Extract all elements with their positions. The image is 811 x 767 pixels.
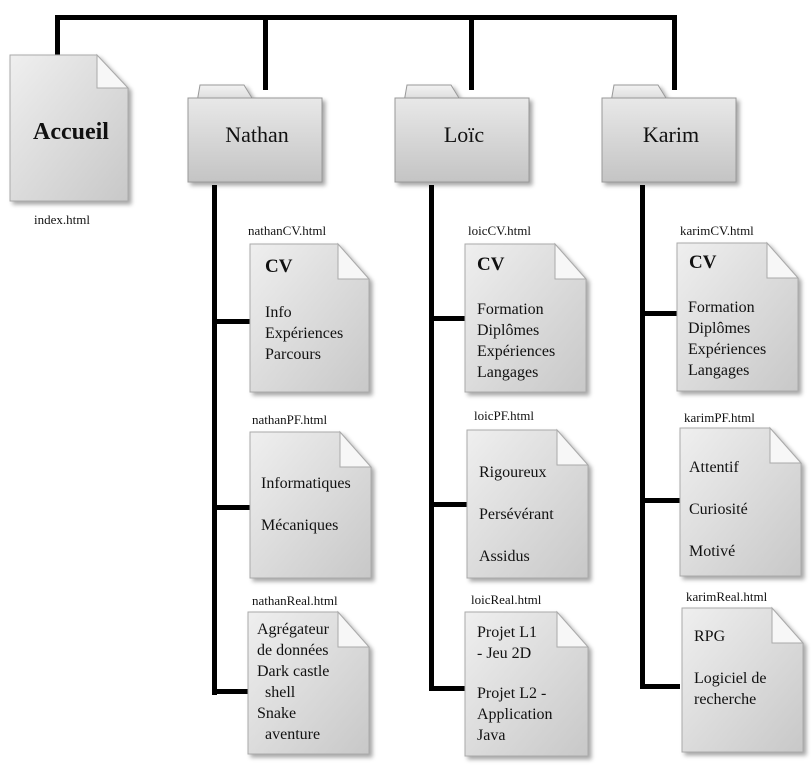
- document-icon: [676, 241, 800, 392]
- document-icon: [249, 242, 371, 393]
- file-loic-real[interactable]: Projet L1 - Jeu 2D Projet L2 - Applicati…: [464, 610, 591, 758]
- doc-line: RPG: [694, 628, 726, 645]
- loic-branch-cv: [429, 316, 467, 321]
- file-caption: nathanPF.html: [252, 412, 328, 427]
- document-icon: [249, 430, 373, 579]
- folder-label: Loïc: [443, 122, 485, 147]
- file-nathan-real[interactable]: Agrégateur de données Dark castle shell …: [247, 610, 372, 756]
- file-loic-pf[interactable]: Rigoureux Persévérant Assidus: [466, 428, 591, 580]
- karim-trunk: [640, 185, 645, 689]
- document-icon: [679, 426, 803, 577]
- file-caption: nathanReal.html: [252, 593, 338, 608]
- doc-line: Langages: [477, 364, 539, 381]
- doc-line: Java: [477, 727, 506, 744]
- folder-karim[interactable]: Karim: [601, 80, 740, 185]
- folder-label: Nathan: [225, 122, 289, 147]
- doc-line: de données: [257, 642, 329, 659]
- folder-icon: [187, 84, 323, 183]
- karim-branch-pf: [640, 498, 680, 503]
- doc-line: Projet L1: [477, 624, 537, 641]
- document-icon: [464, 610, 590, 757]
- file-caption: loicCV.html: [468, 223, 531, 238]
- accueil-filename: index.html: [34, 212, 90, 227]
- accueil-title: Accueil: [33, 119, 109, 145]
- file-karim-cv[interactable]: CV Formation Diplômes Expériences Langag…: [676, 241, 801, 393]
- document-icon: [466, 428, 590, 579]
- doc-line: Projet L2 -: [477, 685, 547, 702]
- karim-branch-real: [640, 684, 680, 689]
- doc-line: Diplômes: [477, 322, 540, 339]
- doc-line: Expériences: [688, 341, 767, 358]
- doc-line: Mécaniques: [261, 517, 339, 534]
- doc-line: Snake: [257, 705, 297, 722]
- doc-line: Expériences: [265, 325, 344, 342]
- doc-title: CV: [689, 252, 717, 273]
- nathan-branch-cv: [212, 319, 252, 324]
- doc-line: Agrégateur: [257, 621, 329, 638]
- karim-branch-cv: [640, 311, 680, 316]
- doc-line: Application: [477, 706, 553, 723]
- doc-line: Assidus: [479, 548, 530, 565]
- connector-to-accueil: [55, 15, 60, 55]
- connector-to-loic: [469, 15, 474, 90]
- file-nathan-pf[interactable]: Informatiques Mécaniques: [249, 430, 374, 580]
- doc-line: Curiosité: [689, 501, 748, 518]
- nathan-trunk: [212, 185, 217, 695]
- doc-line: Info: [265, 304, 292, 321]
- file-loic-cv[interactable]: CV Formation Diplômes Expériences Langag…: [464, 242, 589, 394]
- file-caption: nathanCV.html: [248, 223, 327, 238]
- doc-line: recherche: [694, 691, 757, 708]
- doc-line: - Jeu 2D: [477, 645, 532, 662]
- document-icon: [247, 610, 371, 755]
- folder-icon: [601, 84, 737, 183]
- doc-line: Motivé: [689, 543, 736, 560]
- file-karim-real[interactable]: RPG Logiciel de recherche: [681, 606, 806, 754]
- folder-nathan[interactable]: Nathan: [187, 80, 326, 185]
- folder-icon: [394, 84, 530, 183]
- doc-line: Rigoureux: [479, 464, 547, 481]
- document-icon: [464, 242, 588, 393]
- connector-to-nathan: [263, 15, 268, 90]
- doc-line: Attentif: [689, 459, 739, 476]
- loic-trunk: [429, 185, 434, 691]
- doc-line: Langages: [688, 362, 750, 379]
- folder-loic[interactable]: Loïc: [394, 80, 533, 185]
- connector-top-bar: [55, 15, 677, 20]
- doc-title: CV: [265, 256, 293, 277]
- doc-line: Informatiques: [261, 475, 351, 492]
- doc-line: Dark castle: [257, 663, 330, 680]
- doc-line: shell: [257, 684, 296, 701]
- doc-line: aventure: [257, 726, 321, 743]
- file-karim-pf[interactable]: Attentif Curiosité Motivé: [679, 426, 804, 578]
- nathan-branch-pf: [212, 505, 252, 510]
- doc-line: Formation: [477, 301, 544, 318]
- doc-line: Persévérant: [479, 506, 554, 523]
- connector-to-karim: [672, 15, 677, 90]
- nathan-branch-real: [212, 689, 252, 694]
- loic-branch-pf: [429, 502, 467, 507]
- doc-line: Diplômes: [688, 320, 751, 337]
- file-caption: karimReal.html: [686, 589, 768, 604]
- doc-line: Formation: [688, 299, 755, 316]
- accueil-document[interactable]: Accueil: [9, 53, 130, 203]
- document-icon: [9, 53, 130, 202]
- file-caption: loicPF.html: [474, 408, 534, 423]
- file-caption: karimCV.html: [680, 223, 754, 238]
- file-caption: loicReal.html: [471, 592, 542, 607]
- folder-label: Karim: [642, 122, 700, 147]
- doc-title: CV: [477, 254, 505, 275]
- file-nathan-cv[interactable]: CV Info Expériences Parcours: [249, 242, 372, 394]
- doc-line: Parcours: [265, 346, 321, 363]
- doc-line: Logiciel de: [694, 670, 767, 687]
- document-icon: [681, 606, 805, 753]
- loic-branch-real: [429, 686, 467, 691]
- file-caption: karimPF.html: [684, 410, 755, 425]
- doc-line: Expériences: [477, 343, 556, 360]
